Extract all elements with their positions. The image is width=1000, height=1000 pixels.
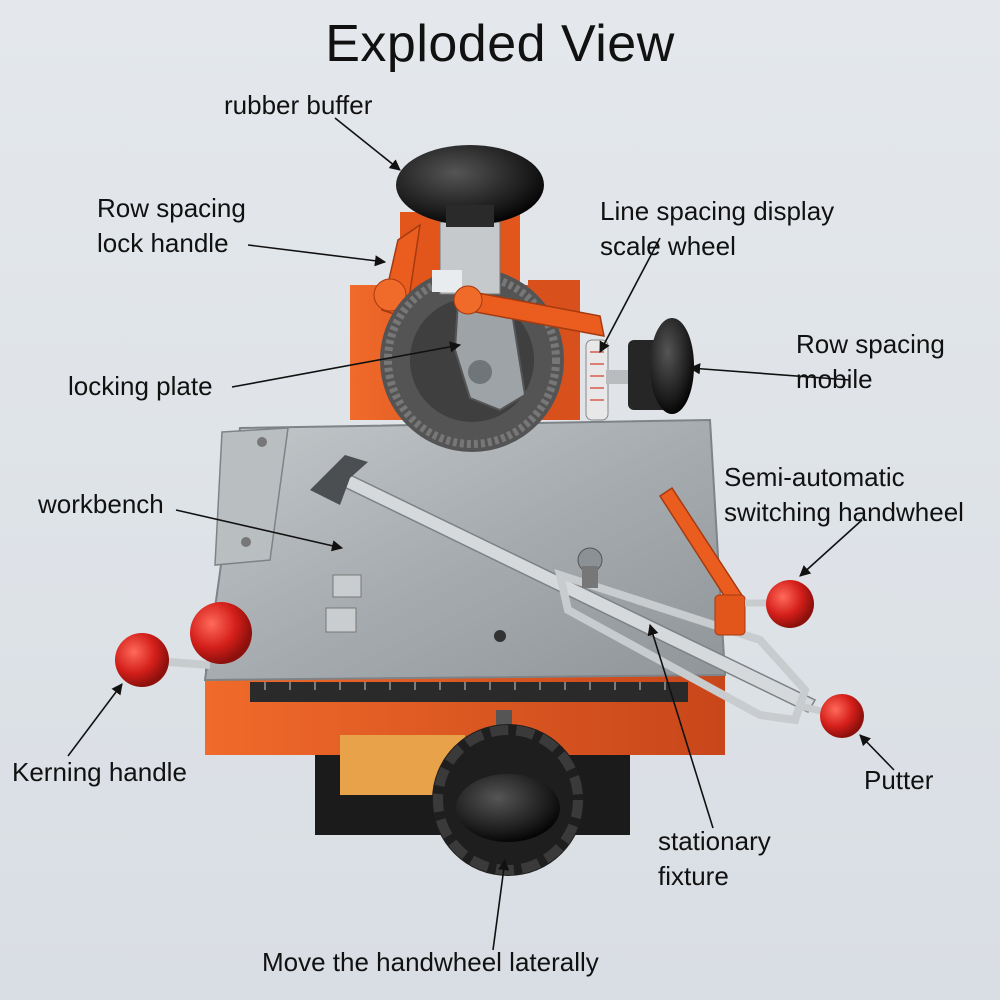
label-semi-automatic-switching-handwheel: Semi-automatic switching handwheel (724, 462, 964, 527)
leader-lateral-handwheel (492, 858, 510, 951)
leader-row-spacing-lock-handle (247, 244, 387, 267)
line-spacing-scale-wheel (585, 339, 609, 421)
row-spacing-mobile-knob (606, 318, 694, 414)
leader-locking-plate (231, 341, 462, 388)
pusher-rod (310, 455, 817, 713)
label-rubber-buffer: rubber buffer (224, 90, 373, 120)
leader-lines (67, 117, 895, 951)
leader-semi-automatic-switch (799, 519, 863, 577)
label-putter: Putter (864, 765, 934, 795)
label-move-handwheel-laterally: Move the handwheel laterally (262, 947, 599, 977)
label-locking-plate: locking plate (68, 371, 213, 401)
rubber-buffer (396, 145, 544, 227)
leader-rubber-buffer (334, 117, 401, 171)
putter-ball (799, 694, 864, 738)
label-row-spacing-mobile: Row spacing mobile (796, 329, 945, 394)
diagram-title: Exploded View (325, 15, 675, 73)
stationary-fixture (554, 547, 810, 725)
semi-automatic-switch-handle (658, 486, 814, 636)
center-column (432, 221, 501, 295)
plate-blocks (325, 574, 506, 642)
label-workbench: workbench (38, 489, 164, 519)
leader-row-spacing-mobile (688, 363, 851, 381)
ruler-scale (250, 682, 688, 702)
workbench-plate (203, 418, 727, 682)
leader-stationary-fixture (647, 623, 714, 829)
lateral-handwheel (432, 710, 584, 876)
kerning-handle-balls (115, 602, 252, 687)
leader-putter (859, 734, 895, 771)
label-kerning-handle: Kerning handle (12, 757, 187, 787)
leader-workbench (175, 509, 344, 552)
top-lever (453, 285, 605, 337)
leader-line-spacing-scale-wheel (599, 237, 661, 353)
label-line-spacing-display-scale-wheel: Line spacing display scale wheel (600, 196, 835, 261)
leader-kerning-handle (67, 683, 123, 757)
label-row-spacing-lock-handle: Row spacing lock handle (97, 193, 246, 258)
label-stationary-fixture: stationary fixture (658, 826, 771, 891)
